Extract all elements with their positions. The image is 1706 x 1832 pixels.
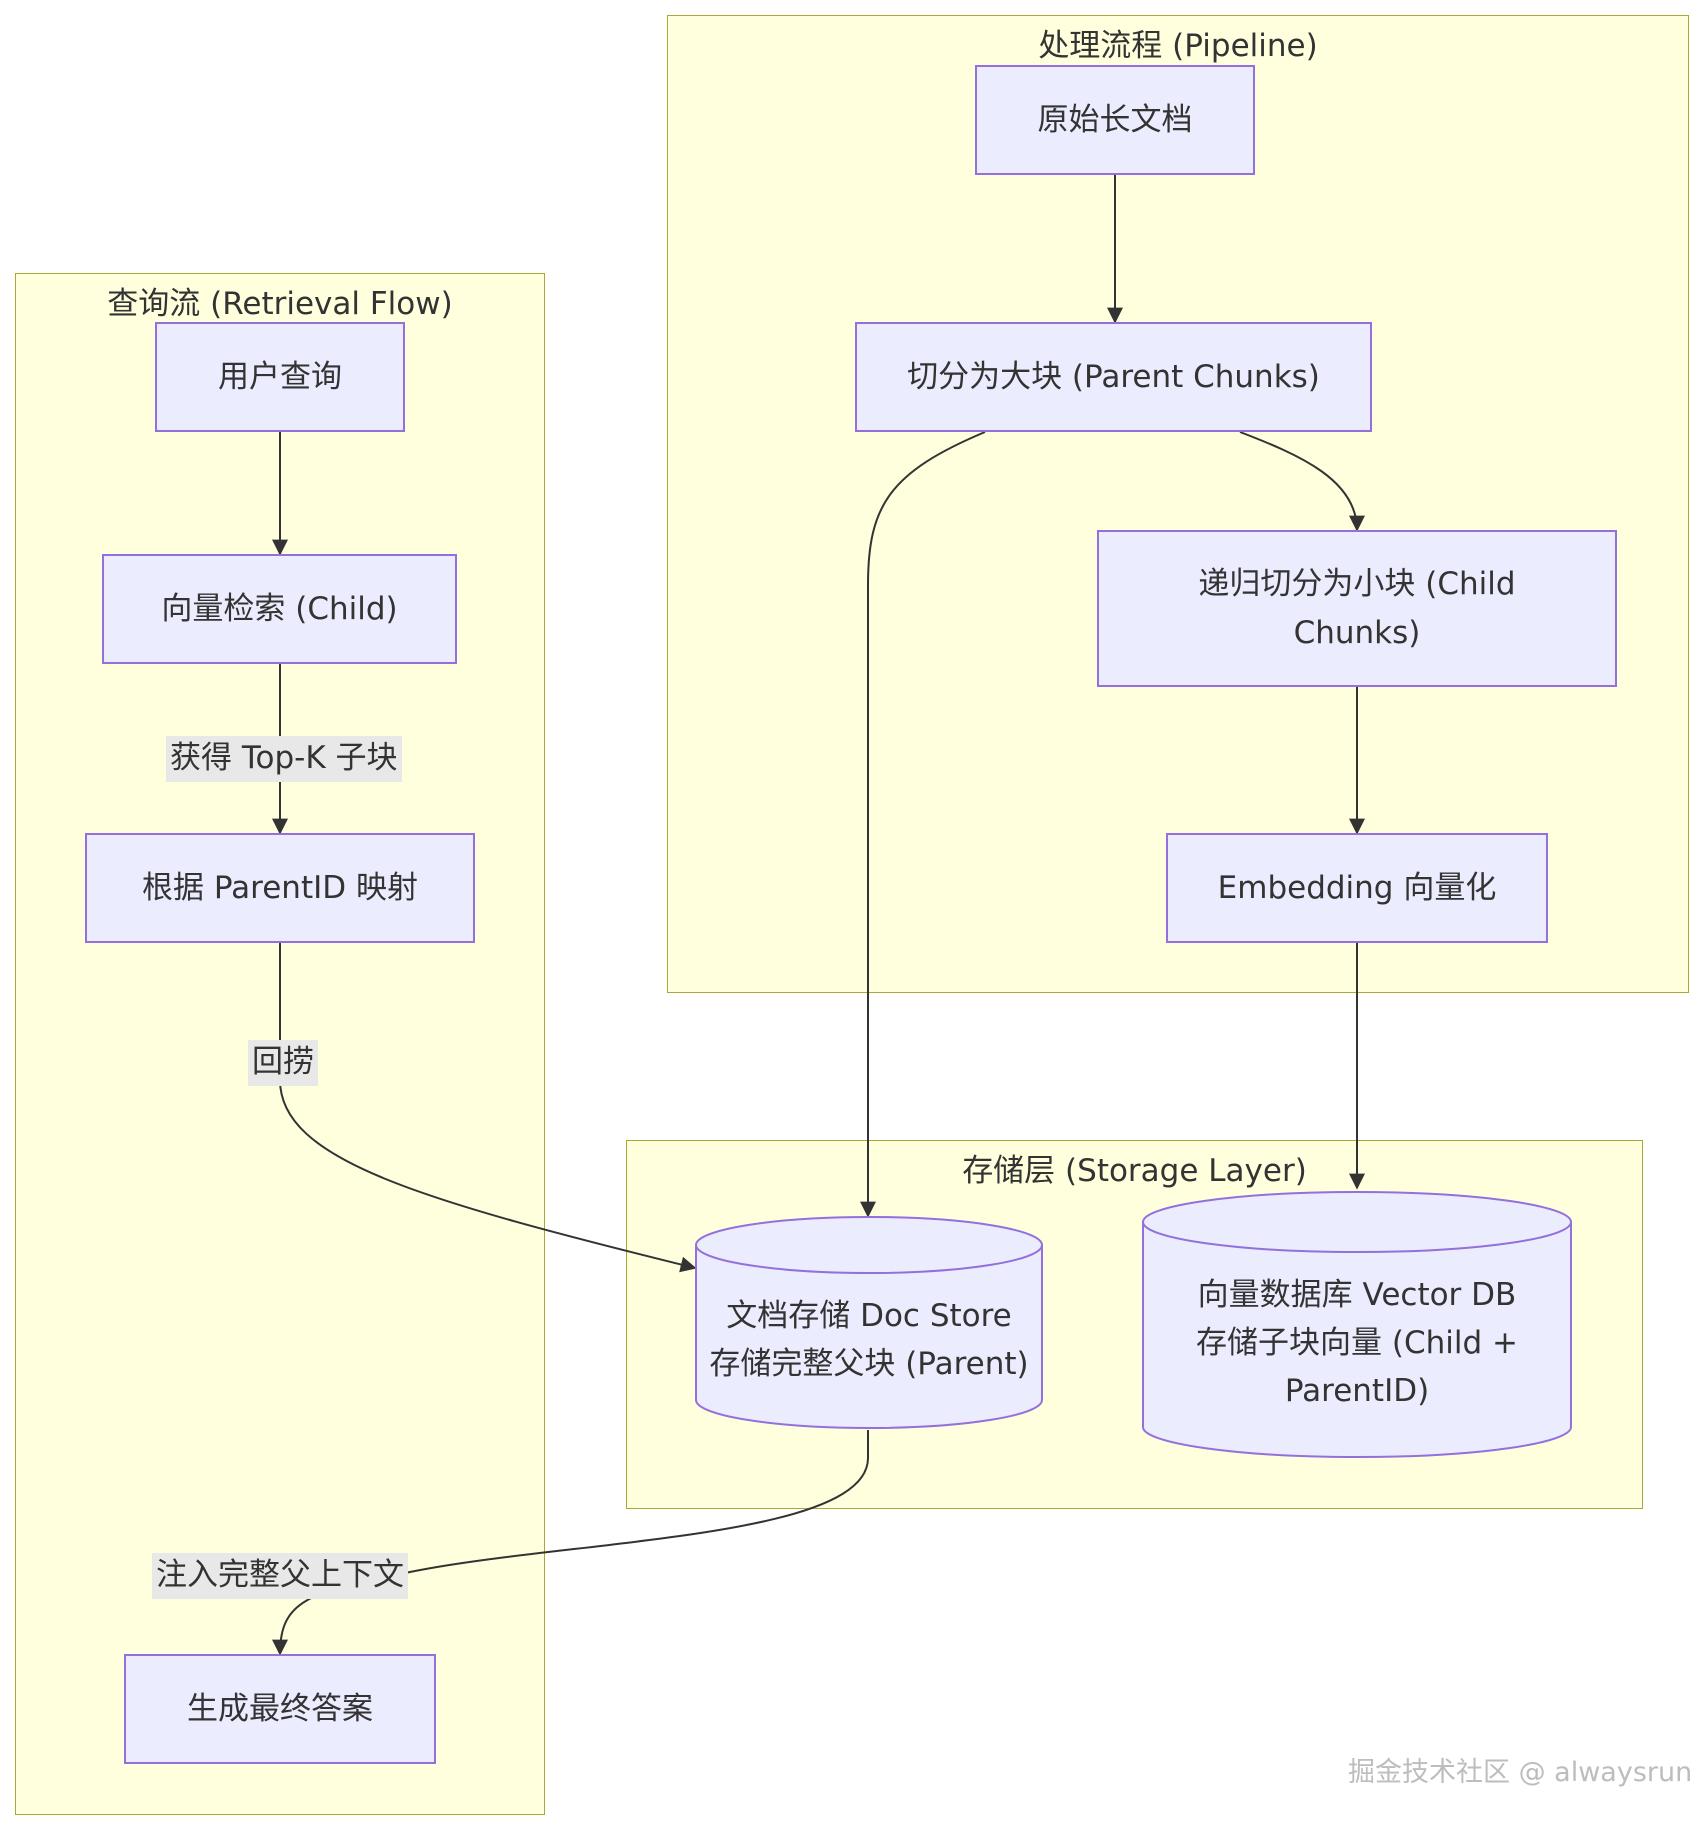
- node-child-chunks-line2: Chunks): [1293, 614, 1421, 651]
- node-parent-chunks-label: 切分为大块 (Parent Chunks): [907, 358, 1320, 395]
- edge-docstore-to-answer: [272, 1430, 869, 1656]
- node-user-query: 用户查询: [155, 322, 405, 432]
- edge-label-topk: 获得 Top-K 子块: [166, 736, 402, 782]
- vector-db-label: 向量数据库 Vector DB 存储子块向量 (Child + ParentID…: [1143, 1268, 1571, 1418]
- node-vector-search-label: 向量检索 (Child): [161, 590, 398, 627]
- node-parent-chunks: 切分为大块 (Parent Chunks): [855, 322, 1372, 432]
- node-vector-search: 向量检索 (Child): [102, 554, 457, 664]
- doc-store-label: 文档存储 Doc Store 存储完整父块 (Parent): [696, 1290, 1042, 1390]
- edge-label-inject: 注入完整父上下文: [152, 1553, 408, 1599]
- node-user-query-label: 用户查询: [218, 358, 342, 395]
- vector-db-line3: ParentID): [1284, 1373, 1430, 1410]
- edge-label-fetch: 回捞: [248, 1040, 318, 1086]
- pipeline-cluster-title: 处理流程 (Pipeline): [1038, 28, 1318, 64]
- node-final-answer: 生成最终答案: [124, 1654, 436, 1764]
- edge-parent-to-child: [1239, 431, 1365, 532]
- edge-map-to-docstore: [279, 943, 697, 1273]
- watermark: 掘金技术社区 @ alwaysrun: [1348, 1757, 1693, 1788]
- doc-store-line2: 存储完整父块 (Parent): [709, 1346, 1029, 1382]
- doc-store-cylinder: [695, 1216, 1043, 1429]
- pipeline-cluster: 处理流程 (Pipeline): [667, 15, 1689, 993]
- node-final-answer-label: 生成最终答案: [187, 1690, 373, 1727]
- edge-parent-to-docstore: [860, 431, 986, 1218]
- storage-cluster-title: 存储层 (Storage Layer): [962, 1153, 1307, 1189]
- node-child-chunks: 递归切分为小块 (Child Chunks): [1097, 530, 1617, 687]
- node-raw-document: 原始长文档: [975, 65, 1255, 175]
- node-parent-map-label: 根据 ParentID 映射: [142, 869, 418, 906]
- node-parent-map: 根据 ParentID 映射: [85, 833, 475, 943]
- node-child-chunks-line1: 递归切分为小块 (Child: [1198, 566, 1516, 603]
- retrieval-cluster-title: 查询流 (Retrieval Flow): [107, 286, 453, 322]
- node-raw-document-label: 原始长文档: [1037, 101, 1193, 138]
- node-embedding-label: Embedding 向量化: [1217, 869, 1497, 906]
- vector-db-line1: 向量数据库 Vector DB: [1197, 1276, 1517, 1313]
- doc-store-line1: 文档存储 Doc Store: [726, 1297, 1012, 1334]
- vector-db-cylinder: [1142, 1191, 1572, 1458]
- vector-db-line2: 存储子块向量 (Child +: [1196, 1324, 1518, 1361]
- node-embedding: Embedding 向量化: [1166, 833, 1548, 943]
